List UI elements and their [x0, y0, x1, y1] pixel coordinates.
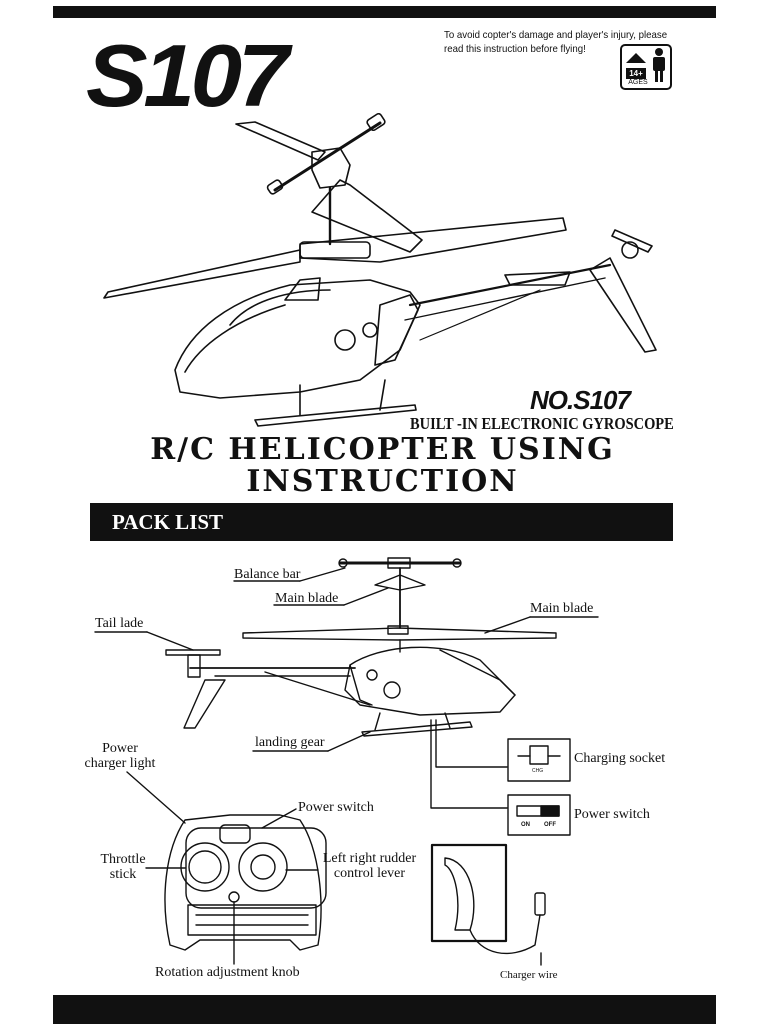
age-badge: 14+	[626, 68, 646, 79]
age-label: AGES	[628, 79, 648, 86]
label-power-switch-remote: Power switch	[298, 800, 374, 815]
label-power-charger-light: Power charger light	[75, 741, 165, 771]
manual-title-line-1: R/C HELICOPTER USING	[150, 432, 615, 467]
label-rudder-lever-line-2: control lever	[333, 866, 406, 881]
safety-warning: To avoid copter's damage and player's in…	[444, 28, 674, 56]
label-main-blade-right: Main blade	[530, 601, 594, 616]
label-rotation-adjustment-knob: Rotation adjustment knob	[155, 965, 300, 980]
label-tail-lade: Tail lade	[95, 616, 144, 631]
label-throttle-stick: Throttle stick	[88, 852, 158, 882]
warning-line-1: To avoid copter's damage and player's in…	[444, 29, 668, 41]
socket-chg-label: CHG	[532, 768, 544, 774]
pack-list-heading: PACK LIST	[112, 510, 224, 534]
label-throttle-stick-line-2: stick	[109, 867, 137, 882]
switch-off-label: OFF	[544, 822, 556, 828]
manual-title-line-2: INSTRUCTION	[246, 464, 519, 499]
pack-list-header-bar	[90, 503, 673, 541]
warning-line-2: read this instruction before flying!	[444, 43, 586, 55]
label-rudder-control-lever: Left right rudder control lever	[312, 851, 427, 881]
product-logo: S107	[86, 26, 289, 125]
model-number: NO.S107	[530, 385, 631, 415]
label-throttle-stick-line-1: Throttle	[100, 852, 146, 867]
label-power-switch-heli: Power switch	[574, 807, 650, 822]
label-power-charger-light-line-1: Power	[102, 741, 138, 756]
label-charger-wire: Charger wire	[500, 969, 558, 981]
top-border-bar	[53, 6, 716, 18]
age-14-plus-icon	[620, 44, 672, 90]
label-balance-bar: Balance bar	[234, 567, 301, 582]
label-charging-socket: Charging socket	[574, 751, 666, 766]
label-landing-gear: landing gear	[255, 735, 325, 750]
gyroscope-feature: BUILT -IN ELECTRONIC GYROSCOPE	[410, 414, 674, 433]
label-rudder-lever-line-1: Left right rudder	[322, 851, 417, 866]
bottom-border-bar	[53, 995, 716, 1024]
switch-on-label: ON	[521, 822, 530, 828]
label-power-charger-light-line-2: charger light	[84, 756, 156, 771]
label-main-blade-left: Main blade	[275, 591, 339, 606]
